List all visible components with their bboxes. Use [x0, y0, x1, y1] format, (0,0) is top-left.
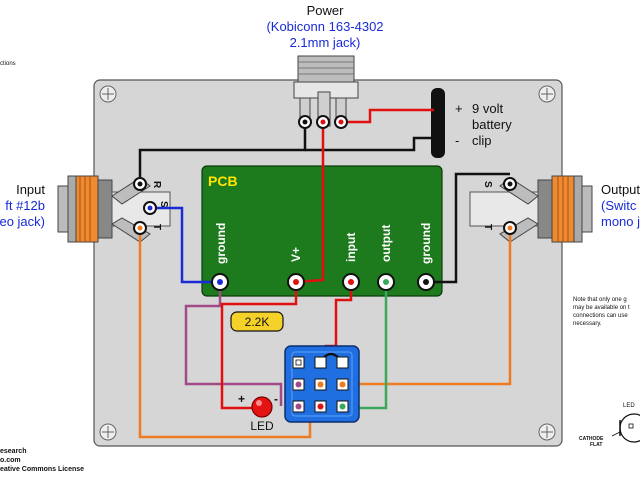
switch-lug-1 [292, 356, 305, 369]
led-label: LED [250, 419, 274, 433]
pcb-pad-label-vplus: V+ [289, 247, 303, 262]
output-lug-tip-dot [507, 225, 513, 231]
output-part-line2: mono j [601, 214, 640, 229]
enclosure-screw-bottom-right [538, 423, 556, 441]
switch-lug-5 [314, 378, 327, 391]
switch-lug-8 [314, 400, 327, 413]
battery-clip: + - 9 volt battery clip [431, 88, 512, 158]
pcb-pad-label-output: output [379, 225, 393, 262]
battery-plus-sign: + [455, 101, 463, 116]
wire-red-resistor-to-led [220, 321, 252, 410]
input-lug-ring-dot [137, 181, 143, 187]
battery-label-line3: clip [472, 133, 492, 148]
battery-minus-sign: - [455, 133, 459, 148]
led-minus-sign: - [274, 392, 278, 406]
output-title: Output [601, 182, 640, 197]
switch-lug-3 [336, 356, 349, 369]
wire-green-output-to-switch [348, 282, 388, 410]
led-plus-sign: + [238, 392, 245, 406]
battery-label-line1: 9 volt [472, 101, 503, 116]
power-lug-center-dot [320, 119, 326, 125]
battery-label-line2: battery [472, 117, 512, 132]
power-title: Power [307, 3, 345, 18]
wire-black-ground-to-output [426, 172, 510, 284]
pcb-pad-output [377, 273, 395, 291]
input-title: Input [16, 182, 45, 197]
wire-red-power-to-vplus [295, 122, 325, 284]
pcb-pad-ground-1 [211, 273, 229, 291]
wire-orange-output-tip-to-switch [348, 226, 512, 386]
power-part-line1: (Kobiconn 163-4302 [266, 19, 383, 34]
switch-lug-4 [292, 378, 305, 391]
input-part-line1: ft #12b [5, 198, 45, 213]
credits-line-3: eative Commons License [0, 466, 84, 473]
footswitch [284, 345, 360, 423]
wire-red-power-to-battery [341, 108, 434, 124]
wire-purple-ground-to-led [184, 282, 283, 406]
wire-red-vplus-to-resistor [220, 282, 298, 321]
pcb-pad-label-ground-1: ground [214, 223, 228, 264]
note-line-4: necessary. [573, 321, 602, 327]
input-lug-sleeve-dot [147, 205, 153, 211]
power-part-line2: 2.1mm jack) [290, 35, 361, 50]
switch-lug-9 [336, 400, 349, 413]
input-part-line2: eo jack) [0, 214, 45, 229]
cathode-label-line1: CATHODE [579, 436, 604, 442]
switch-lug-2 [314, 356, 327, 369]
input-lug-tip-dot [137, 225, 143, 231]
note-line-3: connections can use [573, 313, 628, 319]
wire-black-battery-to-input [305, 136, 434, 152]
credits-line-1: esearch [0, 448, 26, 455]
pcb-pad-ground-2 [417, 273, 435, 291]
pcb-pad-label-ground-2: ground [419, 223, 433, 264]
enclosure-screw-top-left [99, 85, 117, 103]
wire-black-power-to-input [138, 122, 307, 188]
led [251, 396, 273, 418]
pcb-pad-vplus [287, 273, 305, 291]
led-pinout-diagram [611, 413, 640, 443]
switch-lug-7 [292, 400, 305, 413]
corner-fragment-text: ctions [0, 61, 16, 67]
wire-blue-input-sleeve-to-ground [150, 206, 220, 284]
cathode-label-line2: FLAT [590, 442, 602, 448]
enclosure-screw-bottom-left [99, 423, 117, 441]
input-lug-ring: R [151, 181, 162, 189]
note-line-1: Note that only one g [573, 297, 627, 303]
pcb-pad-label-input: input [344, 233, 358, 262]
note-line-2: may be available on t [573, 305, 630, 311]
output-part-line1: (Switc [601, 198, 637, 213]
resistor-value: 2.2K [245, 315, 270, 329]
credits-line-2: o.com [0, 457, 21, 464]
led-pinout-label: LED [623, 403, 635, 409]
input-lug-tip: T [151, 224, 162, 230]
output-lug-sleeve: S [482, 181, 493, 188]
output-lug-tip: T [482, 224, 493, 230]
pcb-pad-input [342, 273, 360, 291]
power-lug-ground-dot [302, 119, 308, 125]
input-lug-sleeve: S [158, 201, 169, 208]
pcb-label: PCB [208, 173, 238, 189]
resistor [230, 311, 284, 332]
output-lug-sleeve-dot [507, 181, 513, 187]
switch-lug-6 [336, 378, 349, 391]
enclosure-screw-top-right [538, 85, 556, 103]
power-lug-switch-dot [338, 119, 344, 125]
